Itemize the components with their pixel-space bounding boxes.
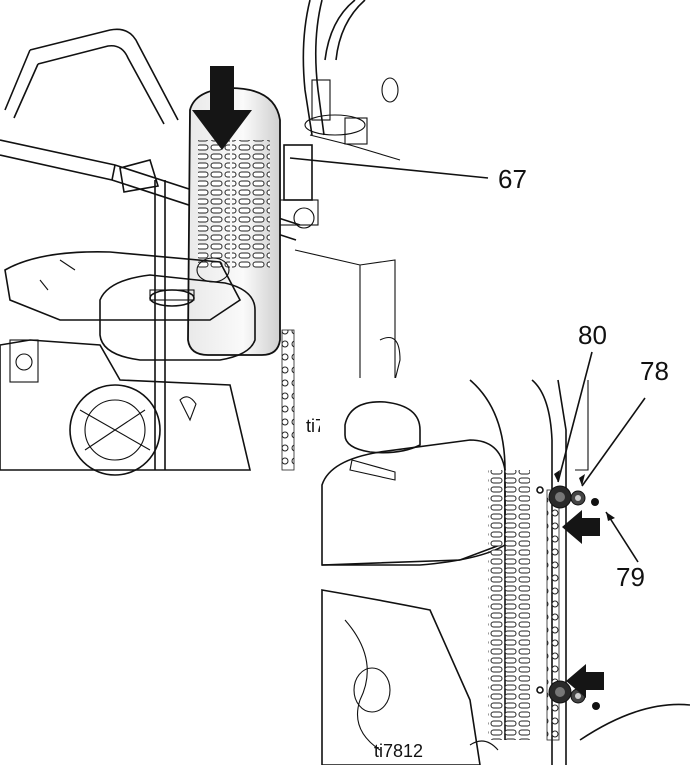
figure-id-ti7812: ti7812: [374, 741, 423, 761]
callout-80: 80: [578, 320, 607, 350]
callout-79: 79: [616, 562, 645, 592]
figure-ti7810: 67 ti7810: [0, 0, 527, 476]
callout-78: 78: [640, 356, 669, 386]
figure-ti7812: 80 78 79 ti7812: [320, 320, 690, 765]
callout-67: 67: [498, 164, 527, 194]
